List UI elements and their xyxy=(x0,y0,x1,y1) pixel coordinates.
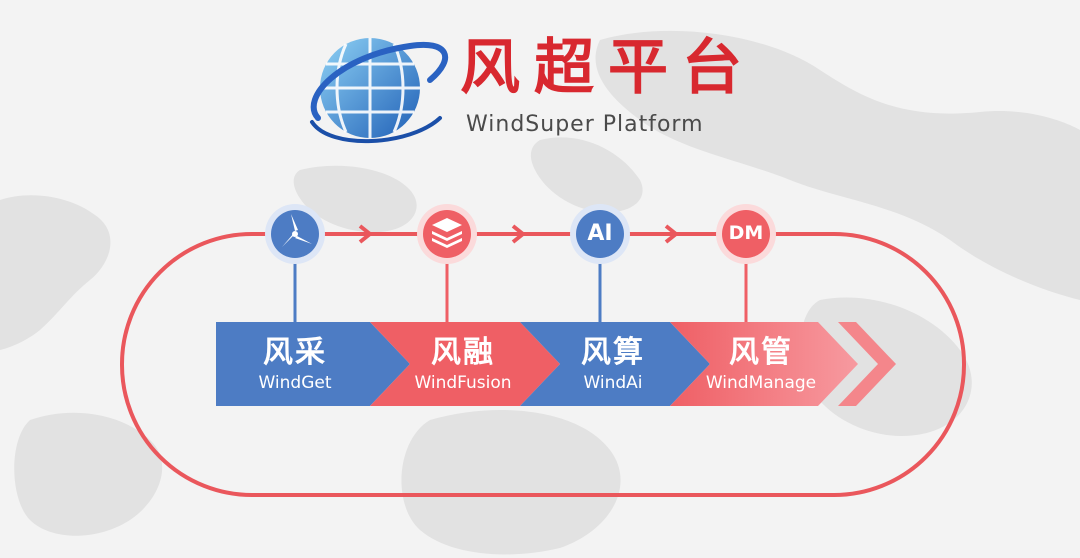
stage-windget-cn: 风采 xyxy=(263,335,327,370)
node-connectors xyxy=(293,262,748,322)
stage-windai: 风算 WindAi xyxy=(538,322,688,406)
stage-bar-windfusion xyxy=(370,322,560,406)
node-windget xyxy=(265,204,325,264)
node-windmanage xyxy=(716,204,776,264)
platform-title-cn: 风超平台 xyxy=(460,33,756,103)
node-windfusion xyxy=(417,204,477,264)
stage-windget: 风采 WindGet xyxy=(216,322,374,406)
layers-stack-icon xyxy=(432,218,462,248)
stage-windai-en: WindAi xyxy=(583,373,643,393)
node-windai xyxy=(570,204,630,264)
stage-windai-cn: 风算 xyxy=(581,335,645,370)
logo-globe-icon xyxy=(310,38,449,144)
stage-windmanage-cn: 风管 xyxy=(729,335,793,370)
wind-turbine-icon xyxy=(282,214,312,247)
stage-windget-en: WindGet xyxy=(258,373,332,393)
flow-arrowheads xyxy=(358,224,678,244)
stage-bar-windai xyxy=(520,322,710,406)
chevron-right-icon xyxy=(838,322,896,406)
platform-title-en: WindSuper Platform xyxy=(466,112,704,137)
stage-windfusion-cn: 风融 xyxy=(431,335,495,370)
stage-windfusion-en: WindFusion xyxy=(414,373,512,393)
stage-bar-windmanage xyxy=(670,322,858,406)
process-bar xyxy=(216,322,896,406)
stage-bar-windget xyxy=(216,322,410,406)
stage-windmanage: 风管 WindManage xyxy=(686,322,836,406)
stage-windmanage-en: WindManage xyxy=(705,373,817,393)
process-loop-outline xyxy=(120,232,966,497)
dm-text-icon: DM xyxy=(728,222,764,244)
ai-text-icon: AI xyxy=(587,221,613,246)
stage-windfusion: 风融 WindFusion xyxy=(388,322,538,406)
